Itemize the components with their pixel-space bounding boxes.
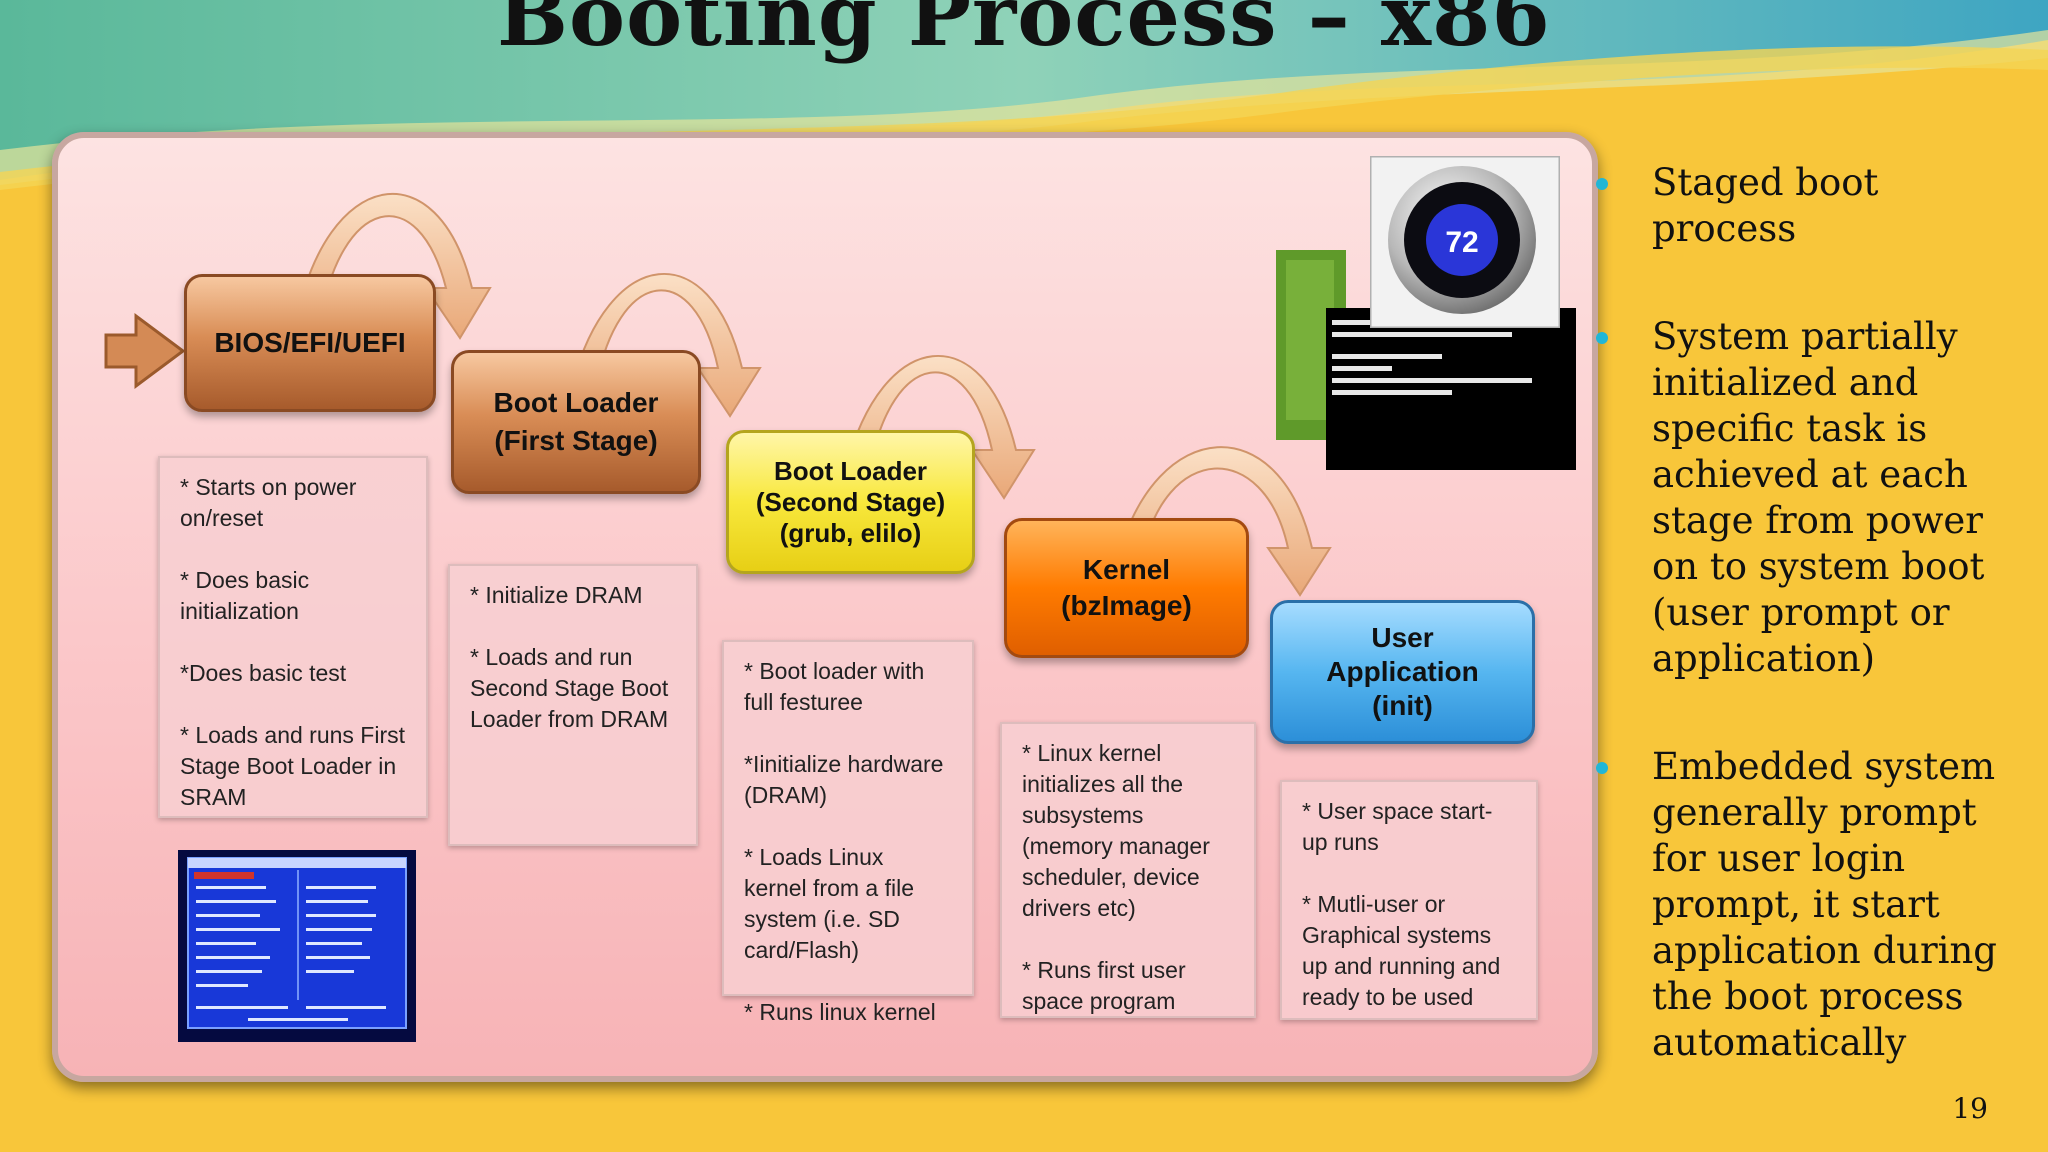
bullet-text: System partially initialized and specifi… — [1652, 315, 1985, 680]
bullet-dot-icon — [1596, 178, 1608, 190]
stage-bios-box: BIOS/EFI/UEFI — [184, 274, 436, 412]
thermostat-image: 72 — [1370, 156, 1560, 328]
stage-first-boot-loader-label: Boot Loader (First Stage) — [493, 387, 659, 456]
bios-screen-image — [178, 850, 416, 1042]
slide-title: Booting Process – x86 — [497, 0, 1551, 65]
stage-second-boot-loader-notes: * Boot loader with full festuree *Iiniti… — [722, 640, 974, 1025]
stage-user-app-label: User Application (init) — [1326, 622, 1479, 721]
terminal-login-image — [1276, 250, 1576, 470]
bullet-item: Embedded system generally prompt for use… — [1590, 744, 2030, 1066]
bullet-item: Staged boot process — [1590, 160, 2030, 252]
stage-second-boot-loader-label: Boot Loader (Second Stage) (grub, elilo) — [755, 455, 946, 548]
stage-kernel-box: Kernel (bzImage) — [1004, 518, 1249, 658]
bullet-dot-icon — [1596, 332, 1608, 344]
stage-bios-notes: * Starts on power on/reset * Does basic … — [158, 456, 428, 818]
stage-user-app-box: User Application (init) — [1270, 600, 1535, 744]
bullet-item: System partially initialized and specifi… — [1590, 314, 2030, 682]
stage-first-boot-loader-notes: * Initialize DRAM * Loads and run Second… — [448, 564, 698, 846]
page-number: 19 — [1952, 1092, 1988, 1125]
summary-bullet-list: Staged boot process System partially ini… — [1590, 160, 2030, 1128]
entry-arrow — [104, 313, 186, 389]
stage-kernel-label: Kernel (bzImage) — [1061, 554, 1192, 621]
stage-kernel-notes: * Linux kernel initializes all the subsy… — [1000, 722, 1256, 1018]
bullet-dot-icon — [1596, 762, 1608, 774]
stage-bios-label: BIOS/EFI/UEFI — [214, 327, 406, 358]
stage-first-boot-loader-box: Boot Loader (First Stage) — [451, 350, 701, 494]
bullet-text: Staged boot process — [1652, 161, 1879, 250]
bullet-text: Embedded system generally prompt for use… — [1652, 745, 1997, 1064]
thermostat-reading: 72 — [1445, 226, 1478, 259]
stage-user-app-notes: * User space start-up runs * Mutli-user … — [1280, 780, 1538, 1020]
boot-diagram-panel: BIOS/EFI/UEFI Boot Loader (First Stage) … — [52, 132, 1598, 1082]
stage-second-boot-loader-box: Boot Loader (Second Stage) (grub, elilo) — [726, 430, 975, 574]
